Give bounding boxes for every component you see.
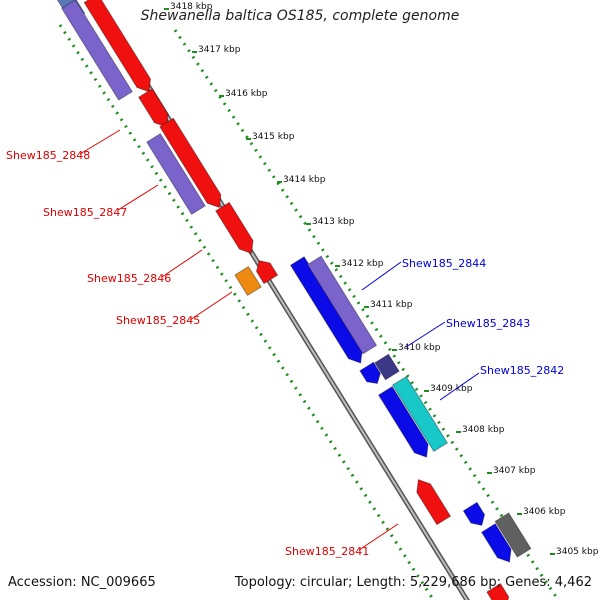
- gene-label-leader: [79, 129, 121, 155]
- gene-red-2846: [215, 201, 254, 255]
- gene-label: Shew185_2846: [87, 272, 171, 285]
- gene-red-top: [83, 0, 152, 93]
- tick-label: 3407 kbp: [493, 466, 536, 476]
- gene-blue-3405: [480, 523, 512, 563]
- gene-blue-2844: [289, 256, 363, 364]
- topology-text: Topology: circular; Length: 5,229,686 bp…: [234, 575, 592, 590]
- tick-labels: 3418 kbp 3417 kbp 3416 kbp 3415 kbp 3414 kbp…: [164, 2, 599, 557]
- gene-lavender-2847: [146, 132, 206, 216]
- gene-navy-2843: [374, 353, 400, 381]
- tick-label: 3405 kbp: [556, 547, 599, 557]
- gene-labels: Shew185_2848Shew185_2847Shew185_2846Shew…: [6, 129, 564, 558]
- tick-label: 3418 kbp: [170, 2, 213, 12]
- tick-label: 3409 kbp: [430, 384, 473, 394]
- gene-label-leader: [161, 249, 203, 278]
- tick-label: 3406 kbp: [523, 507, 566, 517]
- gene-blue-small: [359, 361, 381, 385]
- gene-label-leader: [361, 261, 402, 291]
- inner-ruler-line: [58, 24, 436, 600]
- gene-orange-2845: [234, 265, 262, 297]
- gene-label: Shew185_2843: [446, 317, 530, 330]
- tick-label: 3415 kbp: [252, 132, 295, 142]
- gene-lavender-top: [61, 0, 133, 101]
- tick-label: 3410 kbp: [398, 343, 441, 353]
- gene-label: Shew185_2847: [43, 206, 127, 219]
- tick-label: 3411 kbp: [370, 300, 413, 310]
- gene-label-leader: [405, 321, 446, 348]
- gene-red-small: [255, 260, 279, 285]
- gene-red-2841: [416, 478, 452, 526]
- gene-red-bottom: [486, 582, 510, 600]
- gene-blue-3406: [462, 501, 486, 526]
- gene-label-leader: [189, 291, 233, 321]
- gene-red-2: [137, 88, 169, 128]
- gene-cyan-2842: [391, 375, 449, 453]
- gene-label-leader: [439, 372, 480, 401]
- tick-label: 3416 kbp: [225, 89, 268, 99]
- gene-blue-large: [377, 385, 429, 458]
- gene-label: Shew185_2841: [285, 545, 369, 558]
- gene-red-2847: [159, 117, 222, 209]
- gene-label: Shew185_2845: [116, 314, 200, 327]
- gene-label-leader: [358, 523, 399, 551]
- ruler-lines: [58, 24, 561, 600]
- tick-label: 3412 kbp: [341, 259, 384, 269]
- gene-label: Shew185_2842: [480, 364, 564, 377]
- gene-lavender-2844: [306, 255, 378, 355]
- gene-gray: [494, 512, 532, 558]
- gene-label: Shew185_2844: [402, 257, 486, 270]
- tick-label: 3417 kbp: [198, 45, 241, 55]
- gene-label: Shew185_2848: [6, 149, 90, 162]
- accession-text: Accession: NC_009665: [8, 575, 156, 590]
- gene-features: [56, 0, 532, 600]
- map-title: Shewanella baltica OS185, complete genom…: [140, 8, 460, 24]
- tick-label: 3414 kbp: [283, 175, 326, 185]
- gene-label-leader: [117, 184, 159, 211]
- tick-label: 3413 kbp: [312, 217, 355, 227]
- tick-label: 3408 kbp: [462, 425, 505, 435]
